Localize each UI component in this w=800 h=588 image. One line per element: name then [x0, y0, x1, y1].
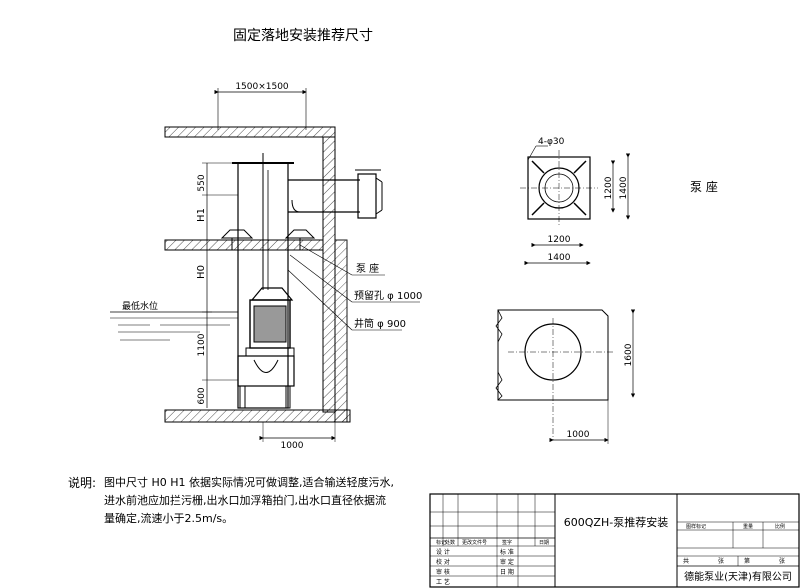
tb-row-check: 校 对: [436, 558, 450, 566]
note-prefix: 说明:: [68, 476, 97, 490]
dim-550: 550: [197, 174, 207, 191]
plan-dim-1400-h: 1400: [548, 253, 571, 263]
tb-row-design: 设 计: [436, 548, 450, 556]
tb-sheet-total: 共: [683, 557, 689, 565]
pit-section-plan: 1600 1000: [495, 309, 636, 444]
pump-base-plan: 4-φ30 1200 1400 1200 1400 泵 座: [520, 137, 718, 266]
tb-row-review: 审 核: [436, 568, 450, 576]
tb-sheet-unit1: 张: [718, 557, 724, 565]
tb-col-sign: 签字: [502, 539, 512, 546]
plan-dim-1200-h: 1200: [548, 235, 571, 245]
dim-h0: H0: [196, 265, 207, 279]
reserved-hole-label: 预留孔 φ 1000: [354, 289, 422, 302]
tb-col-date: 日期: [539, 540, 549, 546]
pit-dim-1600: 1600: [624, 343, 634, 366]
pump-base-label: 泵 座: [356, 262, 379, 275]
note-line-2: 进水前池应加拦污栅,出水口加浮箱拍门,出水口直径依据流: [104, 494, 386, 507]
plan-dim-1200-v: 1200: [604, 176, 614, 199]
plan-title-label: 泵 座: [690, 179, 718, 194]
tb-col-change: 更改文件号: [462, 539, 487, 546]
tb-col-count: 处数: [445, 539, 455, 546]
dim-1100: 1100: [197, 333, 207, 356]
dim-600: 600: [197, 387, 207, 404]
note-line-3: 量确定,流速小于2.5m/s。: [104, 512, 234, 525]
tb-drawing-name: 600QZH-泵推荐安装: [564, 515, 668, 529]
plan-hole-label: 4-φ30: [538, 137, 565, 147]
note-line-1: 图中尺寸 H0 H1 依据实际情况可做调整,适合输送轻度污水,: [104, 476, 395, 489]
pit-dim-1000: 1000: [567, 430, 590, 440]
dim-bottom-width: 1000: [281, 441, 304, 451]
elevation-view: 最低水位 1500×1500 550 H1 H0 1100 600 1000 泵…: [110, 82, 422, 451]
title-block: [429, 493, 800, 588]
tb-hdr-weight: 重量: [743, 523, 753, 530]
tb-sheet-num: 第: [744, 557, 750, 565]
tb-mid-date: 日 期: [500, 568, 514, 576]
dim-top-width: 1500×1500: [235, 82, 289, 92]
dim-h1: H1: [196, 208, 207, 222]
tb-row-process: 工 艺: [436, 578, 450, 586]
tb-mid-approve: 审 定: [500, 558, 514, 566]
tb-mid-standard: 标 准: [500, 548, 514, 556]
tb-col-mark: 标记: [436, 539, 446, 546]
tb-hdr-scale: 比例: [775, 523, 785, 530]
tb-company: 德能泵业(天津)有限公司: [684, 570, 792, 583]
plan-dim-1400-v: 1400: [619, 176, 629, 199]
well-pipe-label: 井筒 φ 900: [354, 317, 406, 330]
tb-hdr-sample: 图样标记: [686, 523, 706, 530]
tb-sheet-unit2: 张: [779, 557, 785, 565]
water-level-label: 最低水位: [122, 300, 158, 312]
drawing-title: 固定落地安装推荐尺寸: [233, 28, 373, 44]
